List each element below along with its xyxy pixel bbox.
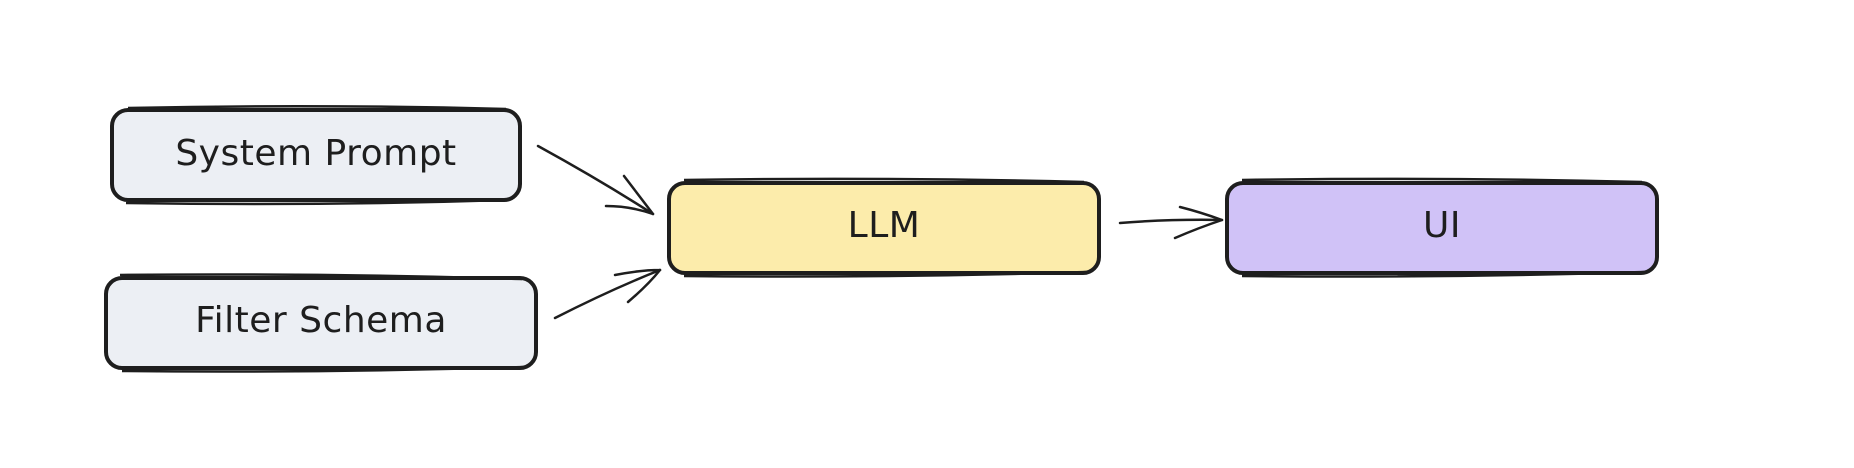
node-filter-schema-sketch-stroke-bottom xyxy=(121,365,525,373)
arrow-llm-to-ui xyxy=(1118,205,1224,240)
node-system-prompt-label: System Prompt xyxy=(175,133,456,174)
node-system-prompt-box xyxy=(110,108,522,202)
node-system-prompt-sketch-stroke-bottom xyxy=(125,198,507,206)
node-ui-label: UI xyxy=(1423,205,1461,246)
node-llm-label: LLM xyxy=(848,205,921,246)
arrow-filter-schema-to-llm-shaft xyxy=(553,268,662,320)
node-llm-sketch-stroke-bottom xyxy=(683,270,1087,278)
node-ui-sketch-stroke-bottom xyxy=(1241,270,1645,278)
node-filter-schema-label: Filter Schema xyxy=(195,300,447,341)
node-filter-schema[interactable]: Filter Schema xyxy=(104,273,538,373)
node-ui-sketch-stroke xyxy=(1241,177,1643,184)
arrow-system-prompt-to-llm-shaft xyxy=(536,144,655,216)
arrow-llm-to-ui-shaft xyxy=(1118,218,1224,225)
arrow-filter-schema-to-llm xyxy=(553,268,662,320)
arrow-filter-schema-to-llm-head xyxy=(613,268,662,304)
node-llm[interactable]: LLM xyxy=(667,177,1101,278)
node-system-prompt-sketch-stroke xyxy=(127,104,507,111)
arrow-system-prompt-to-llm-head xyxy=(604,174,655,216)
node-filter-schema-box xyxy=(104,276,538,370)
node-ui-box xyxy=(1225,181,1659,275)
arrow-llm-to-ui-head xyxy=(1173,205,1224,240)
node-filter-schema-sketch-stroke xyxy=(119,273,523,281)
node-system-prompt[interactable]: System Prompt xyxy=(110,104,522,206)
node-llm-box xyxy=(667,181,1101,275)
node-ui[interactable]: UI xyxy=(1225,177,1659,278)
node-llm-sketch-stroke xyxy=(683,177,1085,184)
arrow-system-prompt-to-llm xyxy=(536,144,655,216)
